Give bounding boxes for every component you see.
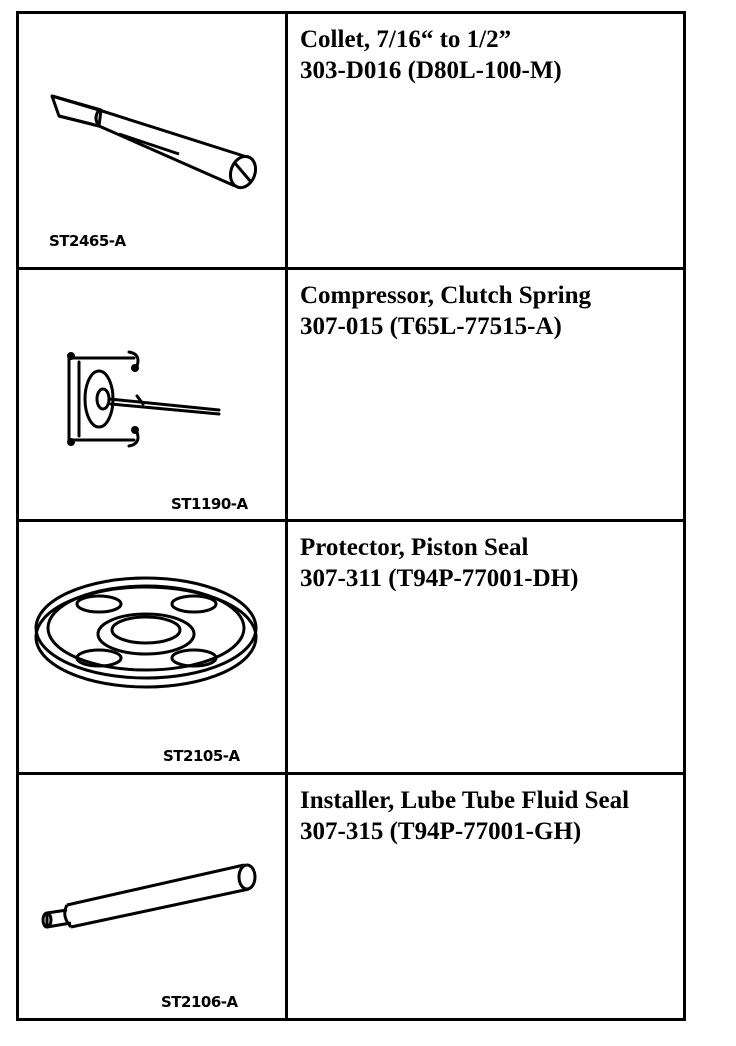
tool-row-installer: ST2106-A Installer, Lube Tube Fluid Seal… [19, 772, 683, 1021]
tool-number: 307-311 (T94P-77001-DH) [300, 565, 579, 592]
special-tools-table: ST2465-A Collet, 7/16“ to 1/2” 303-D016 … [16, 11, 686, 1021]
illustration-code: ST2105-A [163, 747, 240, 765]
illustration-cell: ST2105-A [19, 522, 288, 775]
tool-row-protector: ST2105-A Protector, Piston Seal 307-311 … [19, 519, 683, 775]
tool-description: Installer, Lube Tube Fluid Seal 307-315 … [288, 775, 683, 1021]
tool-name: Protector, Piston Seal [300, 534, 529, 561]
collet-illustration [50, 94, 258, 190]
tool-number: 307-015 (T65L-77515-A) [300, 313, 562, 340]
tool-description: Compressor, Clutch Spring 307-015 (T65L-… [288, 270, 683, 522]
illustration-cell: ST1190-A [19, 270, 288, 522]
illustration-code: ST2106-A [161, 993, 238, 1011]
tool-number: 307-315 (T94P-77001-GH) [300, 818, 582, 845]
illustration-code: ST1190-A [171, 495, 248, 513]
tool-row-compressor: ST1190-A Compressor, Clutch Spring 307-0… [19, 267, 683, 522]
illustration-cell: ST2106-A [19, 775, 288, 1021]
tool-name: Compressor, Clutch Spring [300, 282, 592, 309]
compressor-illustration [67, 350, 221, 448]
tool-description: Collet, 7/16“ to 1/2” 303-D016 (D80L-100… [288, 14, 683, 267]
protector-illustration [34, 576, 258, 689]
tool-description: Protector, Piston Seal 307-311 (T94P-770… [288, 522, 683, 775]
illustration-code: ST2465-A [49, 232, 126, 250]
tool-number: 303-D016 (D80L-100-M) [300, 57, 562, 84]
tool-row-collet: ST2465-A Collet, 7/16“ to 1/2” 303-D016 … [19, 14, 683, 267]
tool-name: Installer, Lube Tube Fluid Seal [300, 787, 630, 814]
illustration-cell: ST2465-A [19, 14, 288, 267]
installer-illustration [41, 863, 257, 929]
tool-name: Collet, 7/16“ to 1/2” [300, 26, 512, 53]
